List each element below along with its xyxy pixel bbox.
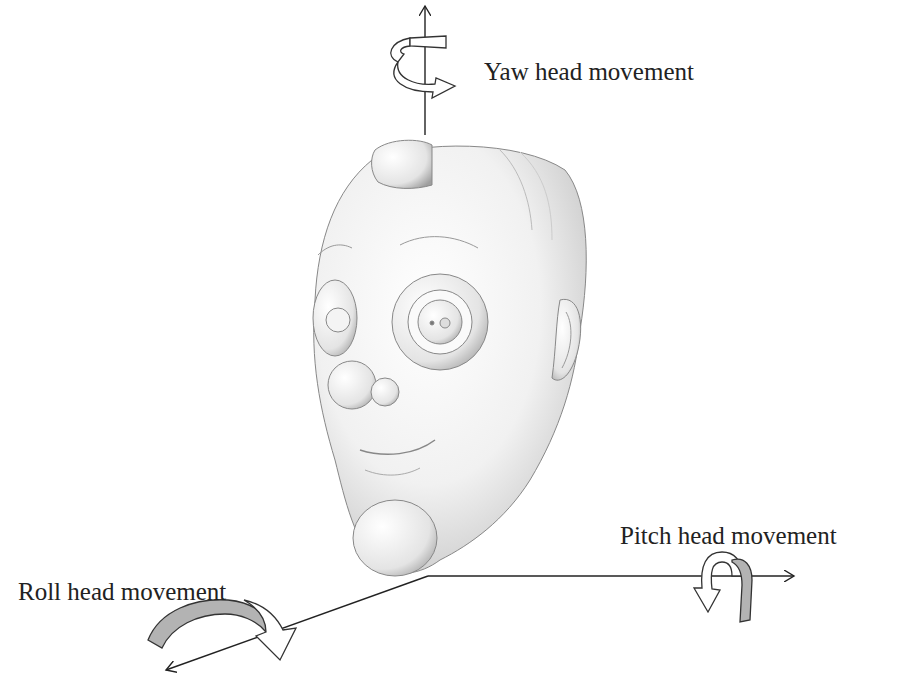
yaw-rotation-arrow [391, 36, 455, 98]
axis-label: Roll head movement [18, 578, 226, 606]
roll-rotation-arrow [148, 600, 296, 660]
axes [166, 6, 794, 670]
head [313, 140, 586, 576]
axis-label: Yaw head movement [484, 58, 694, 86]
pitch-rotation-arrow [694, 552, 752, 622]
axis-label: Pitch head movement [620, 522, 837, 550]
